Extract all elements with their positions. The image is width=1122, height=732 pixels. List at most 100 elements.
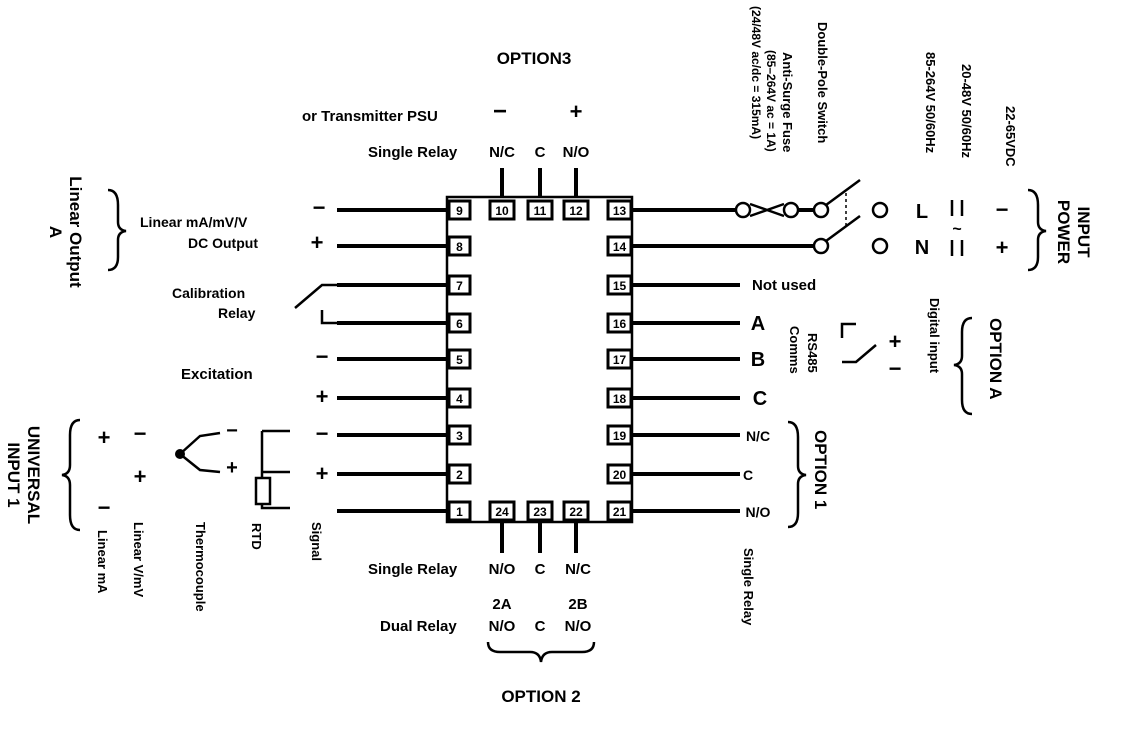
fuse-label2-group: (85–264V ac = 1A)	[764, 50, 778, 152]
voltage-20-48v: 20-48V 50/60Hz	[959, 64, 974, 158]
option3-c: C	[535, 144, 546, 161]
dc-plus: +	[996, 235, 1009, 260]
terminal-7-label: 7	[456, 279, 463, 293]
double-pole-group: Double-Pole Switch	[815, 22, 830, 143]
terminal-4: 4	[447, 387, 472, 409]
terminal-6-label: 6	[456, 317, 463, 331]
option2-2b-no: N/O	[565, 618, 592, 635]
terminal-11: 11	[526, 199, 554, 221]
terminal-18: 18	[606, 387, 633, 409]
switch-blades	[825, 178, 861, 243]
option2-title: OPTION 2	[501, 687, 580, 706]
thermocouple-label: Thermocouple	[193, 522, 208, 612]
v3-group: 85-264V 50/60Hz	[923, 52, 938, 154]
excitation-label: Excitation	[181, 366, 253, 383]
terminal-14-label: 14	[613, 240, 627, 254]
power-terminal-N	[871, 237, 889, 255]
rs485-label1: RS485	[805, 333, 820, 373]
voltage-22-65vdc: 22-65VDC	[1003, 106, 1018, 167]
tc-plus: +	[226, 457, 238, 479]
option2-dual-relay-label: Dual Relay	[380, 618, 457, 635]
power-input-group: POWER INPUT	[1054, 200, 1093, 264]
comms-group: Comms	[787, 326, 802, 374]
terminal-12-label: 12	[569, 204, 583, 218]
terminal-2: 2	[447, 463, 472, 485]
terminal-5: 5	[447, 348, 472, 370]
fuse-label2: (85–264V ac = 1A)	[764, 50, 778, 152]
terminal-23-label: 23	[533, 505, 547, 519]
digital-input-label: Digital input	[927, 298, 942, 374]
linear-vmv-label-group: Linear V/mV	[131, 522, 146, 597]
option-a-group: OPTION A	[986, 318, 1005, 400]
option3-title: OPTION3	[497, 49, 572, 68]
terminal-16: 16	[606, 312, 633, 334]
fuse-terminal-right	[782, 201, 800, 219]
terminal-20-label: 20	[613, 468, 627, 482]
ac-bars-top	[950, 200, 964, 216]
terminal-19-label: 19	[613, 429, 627, 443]
option2-2a: 2A	[492, 596, 511, 613]
terminal-1-label: 1	[456, 505, 463, 519]
fuse-label-group: Anti-Surge Fuse	[780, 52, 795, 152]
power-N: N	[915, 237, 929, 259]
bottom-stubs	[500, 522, 578, 553]
option3-nc: N/C	[489, 144, 515, 161]
terminal-24: 24	[488, 500, 516, 522]
terminal-17: 17	[606, 348, 633, 370]
linear-vmv-label: Linear V/mV	[131, 522, 146, 597]
switch-pole-2	[812, 237, 830, 255]
fuse-label1: Anti-Surge Fuse	[780, 52, 795, 152]
terminal-19: 19	[606, 424, 633, 446]
power-input-title1: POWER	[1054, 200, 1073, 264]
excitation-plus: +	[316, 384, 329, 409]
option2-nc: N/C	[565, 561, 591, 578]
rs485-c: C	[753, 388, 767, 410]
rtd-wiring	[260, 429, 290, 510]
output-minus: −	[313, 195, 326, 220]
terminal-20: 20	[606, 463, 633, 485]
ac-tilde: ~	[952, 221, 961, 238]
fuse-symbol	[749, 202, 785, 218]
rs485-label2: Comms	[787, 326, 802, 374]
rs485-b: B	[751, 349, 765, 371]
option1-title: OPTION 1	[811, 430, 830, 509]
power-input-title2: INPUT	[1074, 207, 1093, 259]
output-plus: +	[311, 230, 324, 255]
linear-output-group: Linear Output A	[46, 176, 85, 288]
linear-output-brace	[107, 188, 127, 272]
option1-group: OPTION 1	[811, 430, 830, 509]
terminal-14: 14	[606, 235, 633, 257]
rs485-group: RS485	[805, 333, 820, 373]
option2-c: C	[535, 561, 546, 578]
calibration-relay-contact	[320, 310, 337, 325]
psu-plus: +	[570, 99, 583, 124]
terminal-7: 7	[447, 274, 472, 296]
ac-bars-bottom	[950, 240, 964, 256]
linear-output-label2: DC Output	[188, 235, 258, 251]
terminal-22-label: 22	[569, 505, 583, 519]
digital-minus: −	[889, 356, 902, 381]
signal-plus: +	[316, 461, 329, 486]
transmitter-psu-label: or Transmitter PSU	[302, 108, 438, 125]
linear-ma-label-group: Linear mA	[95, 530, 110, 594]
voltage-85-264v: 85-264V 50/60Hz	[923, 52, 938, 154]
fuse-label3-group: (24/48V ac/dc = 315mA)	[749, 6, 763, 139]
v2-group: 20-48V 50/60Hz	[959, 64, 974, 158]
universal-input-group: UNIVERSAL INPUT 1	[4, 426, 43, 524]
option1-nc: N/C	[746, 428, 770, 444]
terminal-9: 9	[447, 199, 472, 221]
universal-input-title: UNIVERSAL	[24, 426, 43, 524]
ma-minus: −	[98, 495, 111, 520]
terminal-3-label: 3	[456, 429, 463, 443]
terminal-5-label: 5	[456, 353, 463, 367]
fuse-label3: (24/48V ac/dc = 315mA)	[749, 6, 763, 139]
option3-no: N/O	[563, 144, 590, 161]
universal-input-brace	[61, 418, 81, 532]
instrument-body	[445, 195, 634, 524]
terminal-24-label: 24	[495, 505, 509, 519]
terminal-15-label: 15	[613, 279, 627, 293]
terminal-2-label: 2	[456, 468, 463, 482]
terminal-15: 15	[606, 274, 633, 296]
option1-single-relay-label: Single Relay	[741, 548, 756, 626]
